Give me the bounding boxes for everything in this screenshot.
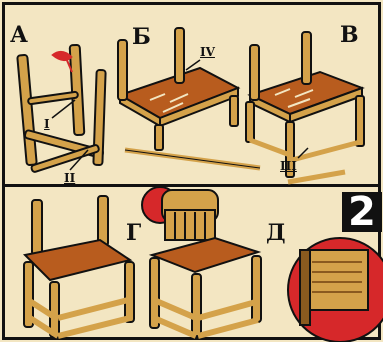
label-roman-4: IV — [200, 46, 215, 58]
label-d: Д — [266, 222, 286, 244]
label-roman-3: III — [280, 160, 297, 172]
chair-v-drawing — [246, 32, 364, 182]
chair-g-drawing — [24, 196, 134, 337]
chair-a-drawing — [17, 45, 105, 173]
chair-d-drawing — [142, 187, 261, 336]
figure-number: 2 — [342, 192, 382, 232]
label-v: В — [340, 24, 359, 46]
label-g: Г — [126, 222, 141, 244]
red-tie-icon — [52, 51, 72, 60]
detail-inset — [288, 238, 383, 342]
label-roman-1: I — [44, 118, 50, 130]
label-a: А — [10, 24, 28, 46]
label-b: Б — [132, 26, 151, 48]
label-roman-2: II — [64, 172, 75, 184]
